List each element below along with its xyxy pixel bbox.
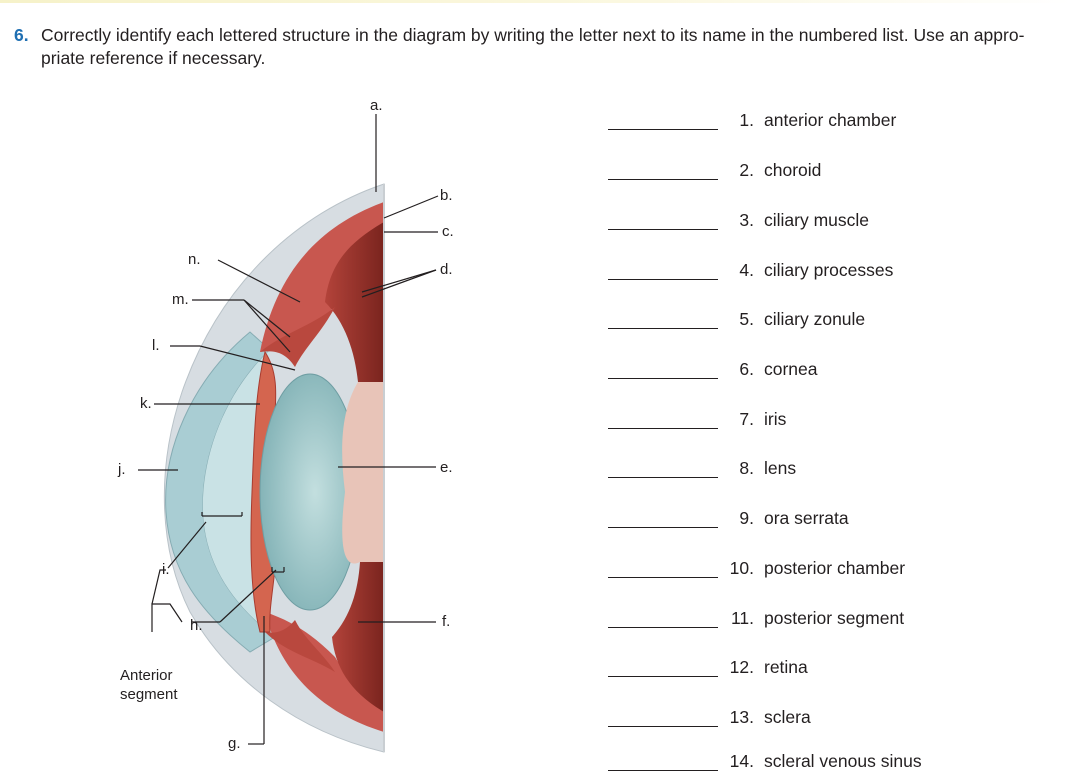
- answer-blank[interactable]: [608, 627, 718, 628]
- list-item: 4. ciliary processes: [608, 260, 1048, 284]
- ciliary-body-shape: [260, 307, 335, 367]
- answer-blank[interactable]: [608, 477, 718, 478]
- answer-blank[interactable]: [608, 770, 718, 771]
- item-number: 5.: [739, 309, 754, 329]
- label-i: i.: [162, 561, 170, 578]
- question-text: Correctly identify each lettered structu…: [41, 25, 1025, 68]
- item-name: sclera: [764, 707, 811, 727]
- item-number: 13.: [729, 707, 754, 727]
- ciliary-body-lower-shape: [265, 620, 335, 672]
- list-item: 7. iris: [608, 409, 1048, 433]
- list-item: 12. retina: [608, 657, 1048, 681]
- eye-diagram: a. b. c. d. e. f. g. h. i. j. k. l. m. n…: [117, 97, 454, 753]
- list-item: 8. lens: [608, 458, 1048, 482]
- item-number: 9.: [739, 508, 754, 528]
- answer-blank[interactable]: [608, 328, 718, 329]
- item-name: retina: [764, 657, 808, 677]
- item-number: 11.: [730, 608, 754, 628]
- answer-blank[interactable]: [608, 378, 718, 379]
- label-k: k.: [140, 395, 152, 412]
- posterior-segment-shape: [342, 382, 384, 564]
- item-name: ora serrata: [764, 508, 849, 528]
- answer-blank[interactable]: [608, 527, 718, 528]
- list-item: 9. ora serrata: [608, 508, 1048, 532]
- question: 6. Correctly identify each lettered stru…: [14, 24, 1054, 70]
- list-item: 11. posterior segment: [608, 608, 1048, 632]
- label-b: b.: [440, 187, 453, 204]
- retina-lower-shape: [332, 562, 384, 712]
- label-a: a.: [370, 97, 383, 114]
- answer-blank[interactable]: [608, 129, 718, 130]
- item-number: 10.: [729, 558, 754, 578]
- list-item: 13. sclera: [608, 707, 1048, 731]
- item-name: scleral venous sinus: [764, 751, 922, 771]
- answer-blank[interactable]: [608, 229, 718, 230]
- list-item: 3. ciliary muscle: [608, 210, 1048, 234]
- answer-blank[interactable]: [608, 179, 718, 180]
- item-name: anterior chamber: [764, 110, 897, 130]
- label-j: j.: [117, 461, 126, 478]
- item-name: iris: [764, 409, 787, 429]
- item-number: 4.: [739, 260, 754, 280]
- answer-blank[interactable]: [608, 577, 718, 578]
- list-item: 1. anterior chamber: [608, 110, 1048, 134]
- item-number: 14.: [729, 751, 754, 771]
- label-d: d.: [440, 261, 453, 278]
- item-name: choroid: [764, 160, 822, 180]
- list-item: 5. ciliary zonule: [608, 309, 1048, 333]
- anterior-segment-label-line2: segment: [120, 686, 178, 703]
- label-l: l.: [152, 337, 160, 354]
- question-number: 6.: [14, 25, 29, 45]
- label-c: c.: [442, 223, 454, 240]
- label-n: n.: [188, 251, 201, 268]
- label-e: e.: [440, 459, 453, 476]
- retina-shape: [325, 222, 384, 382]
- item-name: ciliary processes: [764, 260, 894, 280]
- answer-blank[interactable]: [608, 676, 718, 677]
- choroid-shape: [260, 202, 384, 352]
- item-number: 3.: [739, 210, 754, 230]
- item-name: posterior chamber: [764, 558, 906, 578]
- list-item: 6. cornea: [608, 359, 1048, 383]
- answer-blank[interactable]: [608, 428, 718, 429]
- item-number: 1.: [739, 110, 754, 130]
- top-rule: [0, 0, 1072, 3]
- item-number: 8.: [739, 458, 754, 478]
- item-number: 7.: [739, 409, 754, 429]
- item-name: lens: [764, 458, 797, 478]
- item-name: ciliary zonule: [764, 309, 866, 329]
- item-name: ciliary muscle: [764, 210, 870, 230]
- item-name: posterior segment: [764, 608, 905, 628]
- list-item: 14. scleral venous sinus: [608, 751, 1048, 775]
- answer-blank[interactable]: [608, 726, 718, 727]
- anterior-segment-label-line1: Anterior: [120, 667, 173, 684]
- item-number: 2.: [739, 160, 754, 180]
- list-item: 2. choroid: [608, 160, 1048, 184]
- label-h: h.: [190, 617, 203, 634]
- item-number: 6.: [739, 359, 754, 379]
- answer-blank[interactable]: [608, 279, 718, 280]
- list-item: 10. posterior chamber: [608, 558, 1048, 582]
- label-g: g.: [228, 735, 241, 752]
- label-m: m.: [172, 291, 189, 308]
- item-name: cornea: [764, 359, 818, 379]
- item-number: 12.: [729, 657, 754, 677]
- label-f: f.: [442, 613, 450, 630]
